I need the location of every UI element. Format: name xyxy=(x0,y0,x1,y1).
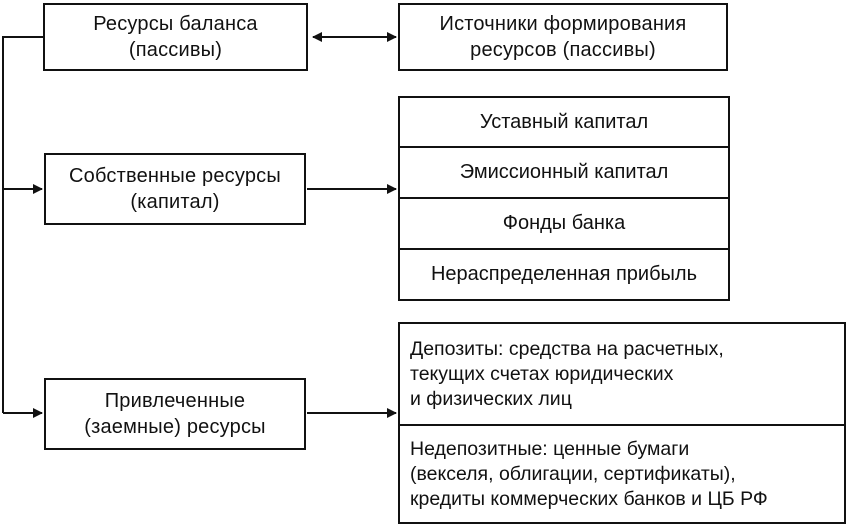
own-resources-box: Собственные ресурсы (капитал) xyxy=(44,153,306,225)
borrowed-resources-label: Привлеченные (заемные) ресурсы xyxy=(84,390,266,438)
borrowed-list: Депозиты: средства на расчетных, текущих… xyxy=(398,322,846,524)
own-capital-item: Нераспределенная прибыль xyxy=(430,263,697,285)
non-deposits-item: Недепозитные: ценные бумаги (векселя, об… xyxy=(410,437,768,510)
balance-resources-label: Ресурсы баланса (пассивы) xyxy=(93,13,258,61)
left-bracket-line xyxy=(2,36,43,413)
own-capital-item: Эмиссионный капитал xyxy=(400,148,728,199)
own-capital-item: Уставный капитал xyxy=(400,98,728,148)
deposits-item: Депозиты: средства на расчетных, текущих… xyxy=(400,324,844,426)
own-capital-list: Уставный капитал Эмиссионный капитал Фон… xyxy=(398,96,730,301)
balance-resources-box: Ресурсы баланса (пассивы) xyxy=(43,3,308,71)
formation-sources-label: Источники формирования ресурсов (пассивы… xyxy=(439,13,687,61)
borrowed-resources-box: Привлеченные (заемные) ресурсы xyxy=(44,378,306,450)
own-capital-item: Фонды банка xyxy=(400,199,728,250)
own-resources-label: Собственные ресурсы (капитал) xyxy=(69,165,281,213)
formation-sources-box: Источники формирования ресурсов (пассивы… xyxy=(398,3,728,71)
